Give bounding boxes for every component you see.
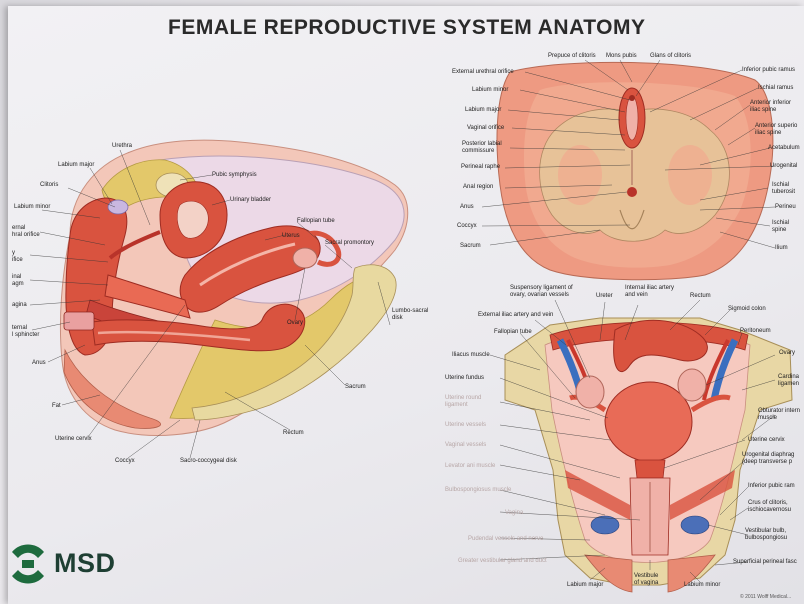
label-mons-pubis: Mons pubis: [606, 53, 637, 60]
label-ovary: Ovary: [287, 320, 303, 327]
label-superficial-perineal-fascia: Superficial perineal fasc: [733, 559, 797, 566]
label-coronal-uterine-cervix: Uterine cervix: [748, 437, 785, 444]
label-sacral-promontory: Sacral promontory: [325, 240, 374, 247]
label-ilium: Ilium: [775, 245, 788, 252]
label-urogenital: Urogenital: [770, 163, 797, 170]
label-suspensory-ligament: Suspensory ligament of ovary, ovarian ve…: [510, 285, 573, 299]
label-coronal-rectum: Rectum: [690, 293, 711, 300]
label-uterine-fundus: Uterine fundus: [445, 375, 484, 382]
label-glans-of-clitoris: Glans of clitoris: [650, 53, 691, 60]
label-internal-iliac-vessels: Internal iliac artery and vein: [625, 285, 674, 299]
label-vestibule-of-vagina: Vestibule of vagina: [634, 573, 658, 587]
label-prepuce-of-clitoris: Prepuce of clitoris: [548, 53, 596, 60]
label-sacrum: Sacrum: [345, 384, 366, 391]
label-anal-sphincter: ternal l sphincter: [12, 325, 39, 339]
label-urethra: Urethra: [112, 143, 132, 150]
label-uterine-cervix: Uterine cervix: [55, 436, 92, 443]
label-uterine-vessels: Uterine vessels: [445, 422, 486, 429]
label-coronal-fallopian-tube: Fallopian tube: [494, 329, 532, 336]
label-sigmoid-colon: Sigmoid colon: [728, 306, 766, 313]
label-pudendal-vessels: Pudendal vessels and nerve: [468, 536, 543, 543]
label-vestibular-bulb: Vestibular bulb, bulbospongiosu: [745, 528, 787, 542]
label-pubic-symphysis: Pubic symphysis: [212, 172, 257, 179]
label-posterior-labial-commissure: Posterior labial commissure: [462, 141, 502, 155]
label-urogenital-diaphragm: Urogenital diaphrag (deep transverse p: [742, 452, 794, 466]
label-perineum-labium-minor: Labium minor: [472, 87, 508, 94]
label-coronal-vagina: Vagina: [505, 510, 523, 517]
label-peritoneum: Peritoneum: [740, 328, 771, 335]
label-coronal-ovary: Ovary: [779, 350, 795, 357]
label-perineum: Perineu: [775, 204, 796, 211]
label-anal-region: Anal region: [463, 184, 493, 191]
label-cardinal-ligament: Cardina ligamen: [778, 374, 799, 388]
msd-logo-text: MSD: [54, 548, 116, 579]
copyright-notice: © 2011 Wolff Medical...: [740, 594, 791, 600]
label-sacrococcygeal-disk: Sacro-coccygeal disk: [180, 458, 237, 465]
label-perineum-anus: Anus: [460, 204, 474, 211]
label-coronal-labium-minor: Labium minor: [684, 582, 720, 589]
label-vaginal-vessels: Vaginal vessels: [445, 442, 486, 449]
label-anterior-inferior-iliac-spine: Anterior inferior iliac spine: [750, 100, 791, 114]
label-external-urethral-orifice: External urethral orifice: [452, 69, 514, 76]
coronal-section-diagram: [490, 300, 792, 592]
label-perineum-sacrum: Sacrum: [460, 243, 481, 250]
label-labium-minor: Labium minor: [14, 204, 50, 211]
label-acetabulum: Acetabulum: [768, 145, 800, 152]
label-levator-ani: Levator ani muscle: [445, 463, 495, 470]
label-uterus: Uterus: [282, 233, 300, 240]
label-fallopian-tube: Fallopian tube: [297, 218, 335, 225]
label-coccyx: Coccyx: [115, 458, 135, 465]
perineum-view-diagram: [482, 60, 775, 280]
label-rectum: Rectum: [283, 430, 304, 437]
label-ischial-ramus: Ischial ramus: [758, 85, 793, 92]
label-inferior-pubic-ramus: Inferior pubic ramus: [742, 67, 795, 74]
label-clitoris: Clitoris: [40, 182, 58, 189]
label-perineal-raphe: Perineal raphe: [461, 164, 500, 171]
label-obturator-internus: Obturator intern muscle: [758, 408, 800, 422]
label-labium-major: Labium major: [58, 162, 94, 169]
label-anterior-superior-iliac-spine: Anterior superio iliac spine: [755, 123, 797, 137]
label-perineum-coccyx: Coccyx: [457, 223, 477, 230]
label-fat: Fat: [52, 403, 61, 410]
label-ischial-spine: Ischial spine: [772, 220, 789, 234]
label-vaginal-orifice: y ifice: [12, 250, 23, 264]
label-ureter: Ureter: [596, 293, 613, 300]
label-anus: Anus: [32, 360, 46, 367]
label-bulbospongiosus-faded: Bulbospongiosus muscle: [445, 487, 511, 494]
label-crus-of-clitoris: Crus of clitoris, ischiocavernosu: [748, 500, 791, 514]
label-hymen: inal agm: [12, 274, 24, 288]
label-uterine-round-ligament: Uterine round ligament: [445, 395, 481, 409]
label-coronal-labium-major: Labium major: [567, 582, 603, 589]
label-iliacus-muscle: Iliacus muscle: [452, 352, 490, 359]
label-greater-vestibular-gland: Greater vestibular gland and duct: [458, 558, 547, 565]
label-external-iliac-vessels: External iliac artery and vein: [478, 312, 553, 319]
label-perineum-labium-major: Labium major: [465, 107, 501, 114]
label-ischial-tuberosity: Ischial tuberosit: [772, 182, 795, 196]
sagittal-section-diagram: [30, 140, 408, 458]
label-urethral-orifice: ernal hral orifice: [12, 225, 40, 239]
label-vaginal-orifice-perineum: Vaginal orifice: [467, 125, 504, 132]
label-coronal-inferior-pubic-ramus: Inferior pubic ram: [748, 483, 795, 490]
label-vagina: agina: [12, 302, 27, 309]
label-lumbosacral-disk: Lumbo-sacral disk: [392, 308, 428, 322]
label-urinary-bladder: Urinary bladder: [230, 197, 271, 204]
